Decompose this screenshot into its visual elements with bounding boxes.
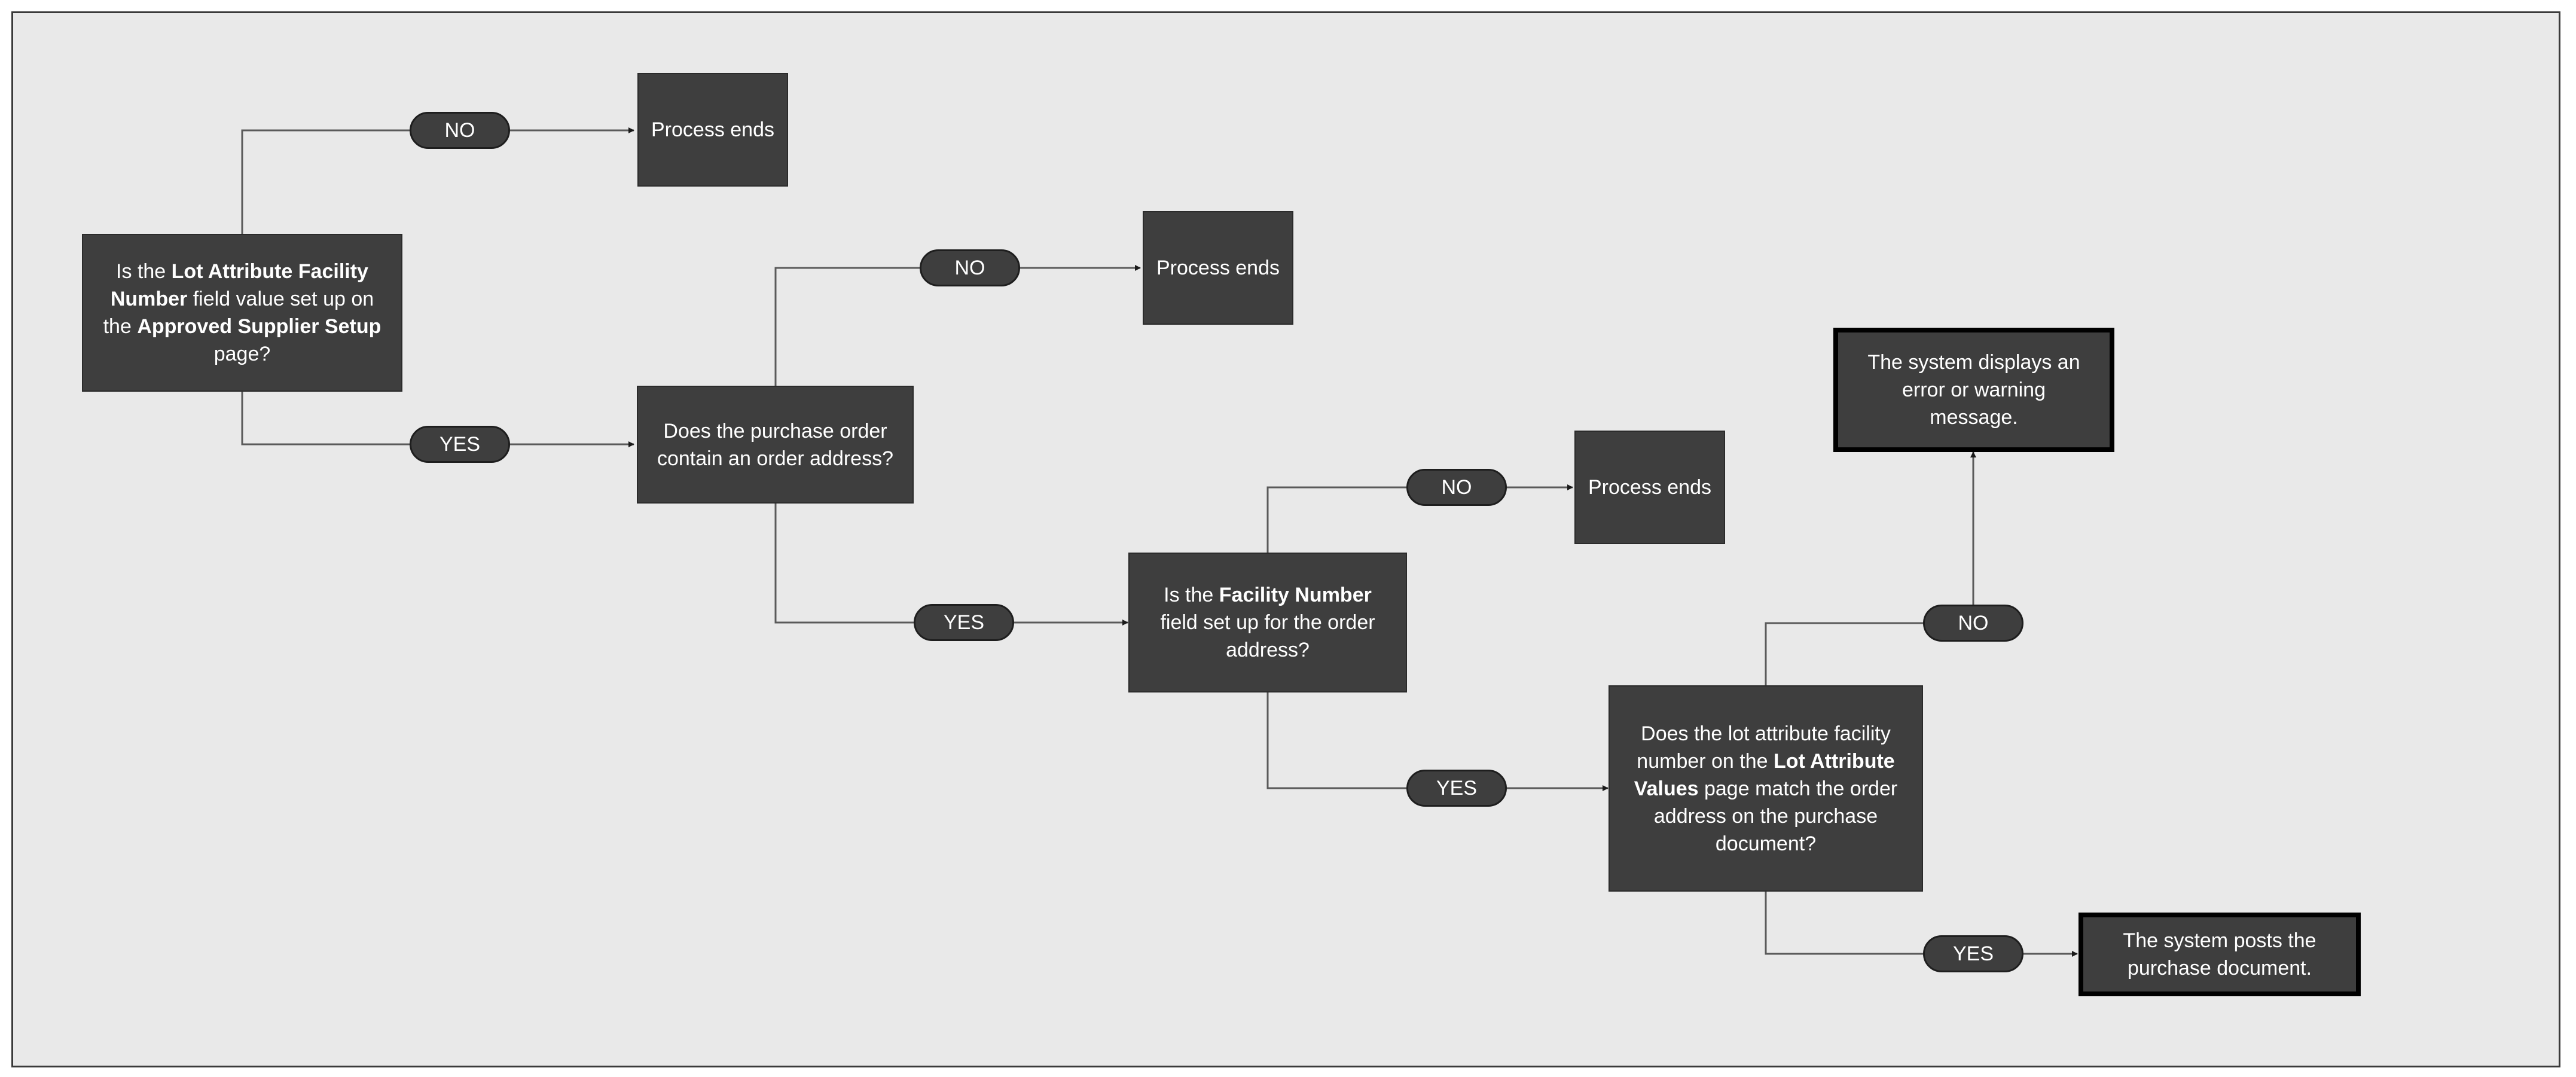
yes-label-q3: YES (1406, 770, 1507, 807)
no-label-q2: NO (920, 249, 1020, 286)
flowchart-canvas (11, 11, 2560, 1067)
outcome-text: The system displays an error or warning … (1867, 351, 2080, 429)
decision-text: Does the purchase order contain an order… (657, 419, 894, 470)
posts-document-box: The system posts the purchase document. (2078, 913, 2361, 996)
process-ends-box-2: Process ends (1143, 211, 1293, 325)
terminal-text: Process ends (1156, 257, 1280, 279)
no-label-q3: NO (1406, 469, 1507, 506)
error-message-box: The system displays an error or warning … (1833, 328, 2114, 452)
decision-facility-number: Is the Facility Number field set up for … (1128, 553, 1407, 692)
outcome-text: The system posts the purchase document. (2123, 929, 2316, 980)
decision-order-address: Does the purchase order contain an order… (637, 386, 914, 504)
process-ends-box-3: Process ends (1574, 431, 1725, 544)
connector-q4-no (1765, 451, 1976, 685)
terminal-text: Process ends (1588, 476, 1711, 499)
yes-label-q2: YES (914, 604, 1014, 641)
decision-lot-attribute-facility-number: Is the Lot Attribute Facility Number fie… (82, 234, 402, 392)
terminal-text: Process ends (651, 118, 774, 141)
decision-lot-attribute-values-match: Does the lot attribute facility number o… (1609, 685, 1923, 892)
decision-text: Is the Lot Attribute Facility Number fie… (103, 260, 381, 365)
process-ends-box-1: Process ends (637, 73, 788, 187)
yes-label-q4: YES (1923, 935, 2023, 972)
decision-text: Does the lot attribute facility number o… (1634, 722, 1898, 855)
no-label-q1: NO (410, 112, 510, 149)
yes-label-q1: YES (410, 426, 510, 463)
no-label-q4: NO (1923, 605, 2023, 642)
connector-q4-yes (1765, 892, 2078, 957)
decision-text: Is the Facility Number field set up for … (1160, 584, 1375, 661)
